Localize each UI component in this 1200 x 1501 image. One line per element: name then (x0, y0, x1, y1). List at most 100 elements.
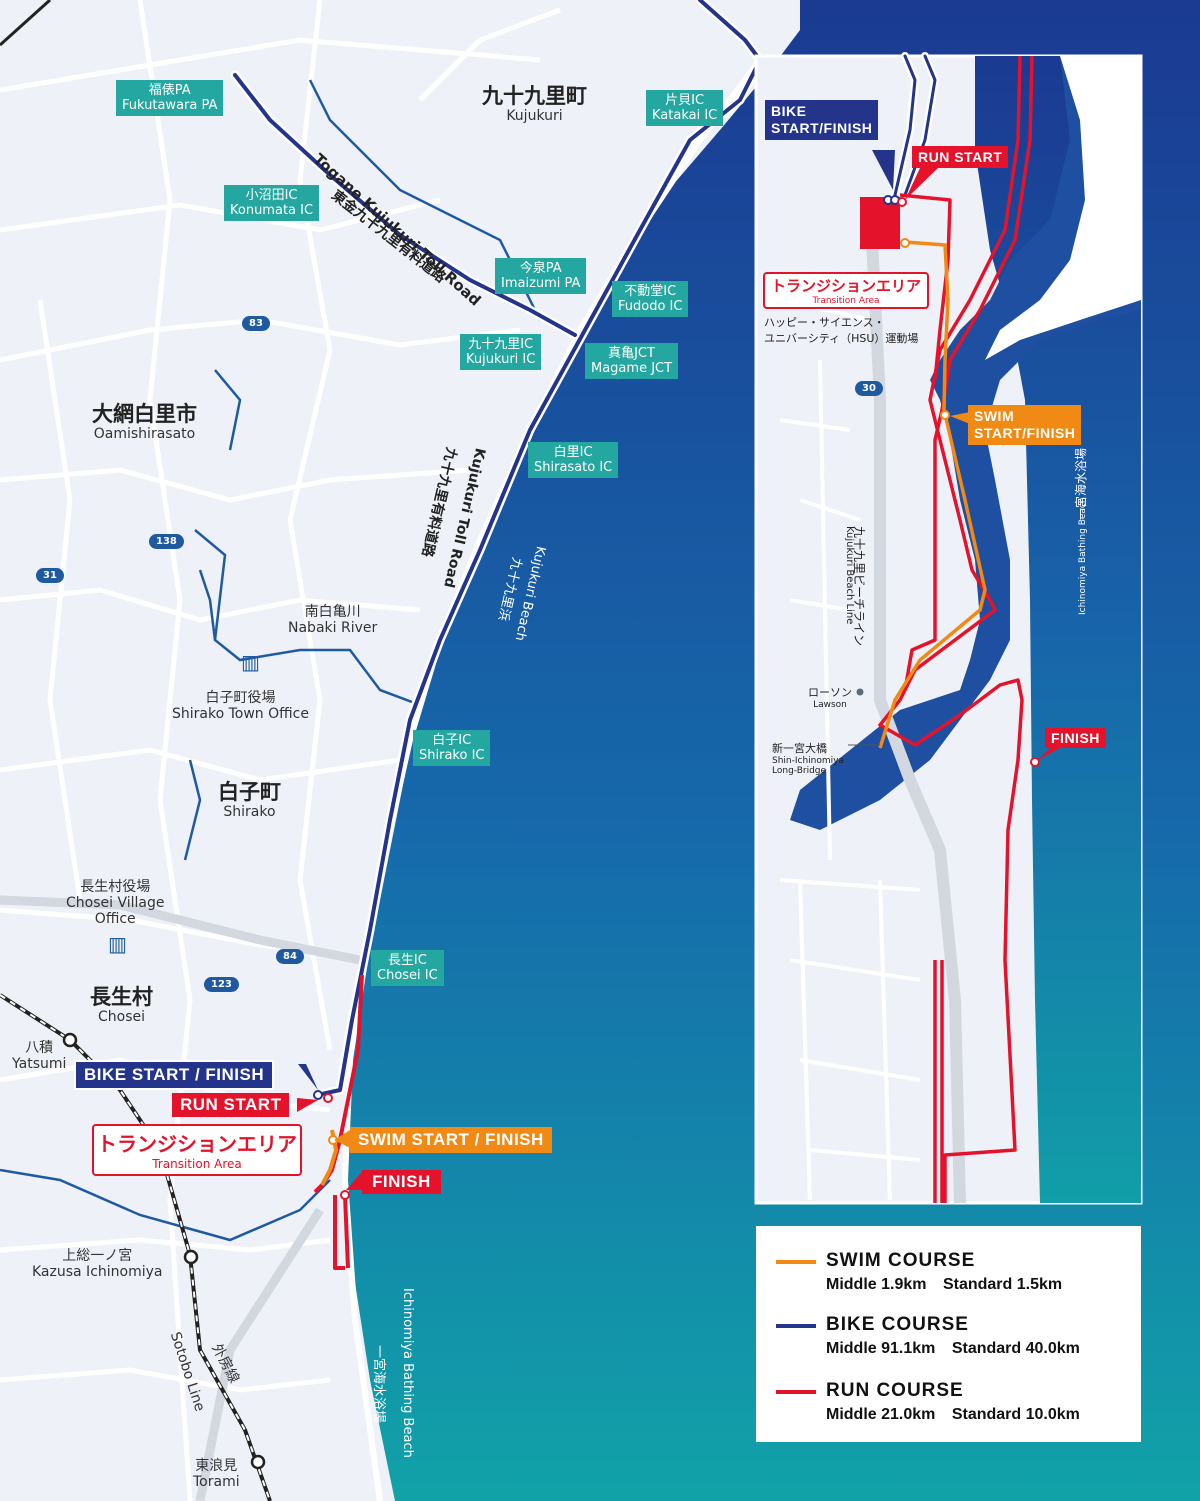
ic-fukutawara-en: Fukutawara PA (122, 98, 218, 113)
inset-hsu-label: ハッピー・サイエンス・ ユニバーシティ（HSU）運動場 (764, 314, 918, 346)
inset-bike-callout: BIKE START/FINISH (765, 100, 879, 140)
shirako-office-jp: 白子町役場 (205, 690, 276, 706)
legend-swim-middle: Middle 1.9km (826, 1276, 927, 1293)
ic-shirasato: 白里IC Shirasato IC (528, 442, 619, 478)
inset-transition-en: Transition Area (812, 296, 880, 306)
legend-bike-middle: Middle 91.1km (826, 1340, 936, 1357)
main-markers (313, 1090, 350, 1200)
place-chosei-jp: 長生村 (90, 985, 153, 1009)
place-shirako-jp: 白子町 (218, 780, 281, 804)
place-oamishirasato: 大網白里市 Oamishirasato (92, 402, 197, 442)
kazusa-jp: 上総一ノ宮 (62, 1248, 133, 1264)
inset-run-start-callout: RUN START (912, 146, 1009, 168)
ic-imaizumi-jp: 今泉PA (519, 261, 562, 276)
ic-fudodo-jp: 不動堂IC (624, 284, 677, 299)
place-kujukuri-en: Kujukuri (506, 108, 563, 125)
inset-bridge-en1: Shin-Ichinomiya (772, 756, 844, 766)
callout-bike-start-finish: BIKE START / FINISH (74, 1060, 275, 1090)
callout-transition-area: トランジションエリア Transition Area (92, 1124, 302, 1176)
kazusa-en: Kazusa Ichinomiya (32, 1264, 163, 1281)
shirako-office-en: Shirako Town Office (172, 706, 309, 723)
legend-run-distances: Middle 21.0km Standard 10.0km (826, 1406, 1092, 1424)
ic-katakai: 片貝IC Katakai IC (646, 90, 724, 126)
route-138: 138 (149, 534, 184, 549)
ic-kujukuri-en: Kujukuri IC (466, 352, 536, 367)
ic-imaizumi-en: Imaizumi PA (501, 276, 581, 291)
inset-lawson: ローソン Lawson (808, 684, 852, 710)
shirako-town-office: 白子町役場 Shirako Town Office (172, 690, 309, 722)
ic-imaizumi: 今泉PA Imaizumi PA (495, 258, 587, 294)
inset-swim-line1: SWIM (974, 408, 1015, 424)
ichinomiya-beach-jp: 一宮海水浴場 (371, 1345, 386, 1424)
yatsumi-en: Yatsumi (12, 1056, 67, 1073)
legend-run-middle: Middle 21.0km (826, 1406, 936, 1423)
ic-magame-en: Magame JCT (591, 361, 673, 376)
inset-swim-line2: START/FINISH (974, 425, 1076, 441)
ichinomiya-beach-en: Ichinomiya Bathing Beach (400, 1288, 415, 1458)
ic-shirasato-jp: 白里IC (553, 445, 593, 460)
callout-arrows (297, 150, 1060, 1190)
inset-bike-line1: BIKE (771, 103, 807, 119)
yatsumi-jp: 八積 (25, 1040, 54, 1056)
inset-bridge-en2: Long-Bridge (772, 766, 827, 776)
place-shirako: 白子町 Shirako (218, 780, 281, 820)
inset-bridge: 新一宮大橋 Shin-Ichinomiya Long-Bridge (772, 740, 844, 776)
ic-katakai-en: Katakai IC (652, 108, 718, 123)
inset-hsu-line2: ユニバーシティ（HSU）運動場 (764, 332, 919, 345)
legend-bike-standard: Standard 40.0km (951, 1340, 1080, 1357)
inset-finish-callout: FINISH (1045, 728, 1106, 748)
ic-katakai-jp: 片貝IC (665, 93, 705, 108)
place-chosei: 長生村 Chosei (90, 985, 153, 1025)
legend-run-standard: Standard 10.0km (951, 1406, 1080, 1423)
route-30: 30 (855, 381, 883, 396)
ic-kujukuri: 九十九里IC Kujukuri IC (460, 334, 542, 370)
place-kujukuri-jp: 九十九里町 (482, 84, 587, 108)
railway (0, 0, 272, 1501)
torami-jp: 東浪見 (195, 1458, 238, 1474)
legend-swim-title: SWIM COURSE (826, 1250, 976, 1271)
route-31: 31 (36, 568, 64, 583)
legend-swim-standard: Standard 1.5km (942, 1276, 1063, 1293)
inset-beach-en: Ichinomiya Bathing Beach (1078, 497, 1088, 615)
station-torami: 東浪見 Torami (193, 1458, 240, 1490)
building-icon: ▥ (241, 650, 260, 674)
callout-finish: FINISH (362, 1170, 441, 1194)
legend-swim-swatch (776, 1260, 816, 1264)
place-oamishirasato-en: Oamishirasato (93, 426, 196, 443)
station-kazusa: 上総一ノ宮 Kazusa Ichinomiya (32, 1248, 162, 1280)
inset-transition-area: トランジションエリア Transition Area (763, 272, 929, 309)
ic-shirasato-en: Shirasato IC (534, 460, 613, 475)
legend-bike-distances: Middle 91.1km Standard 40.0km (826, 1340, 1092, 1358)
ic-fudodo: 不動堂IC Fudodo IC (612, 281, 689, 317)
chosei-office-jp: 長生村役場 (80, 879, 151, 895)
ic-fukutawara-jp: 福俵PA (148, 83, 191, 98)
torami-en: Torami (193, 1474, 240, 1491)
inset-lawson-en: Lawson (813, 700, 847, 710)
place-shirako-en: Shirako (223, 804, 276, 821)
ic-magame-jp: 真亀JCT (608, 346, 655, 361)
ic-fudodo-en: Fudodo IC (618, 299, 683, 314)
ic-chosei: 長生IC Chosei IC (371, 950, 444, 986)
ic-shirako-en: Shirako IC (419, 748, 485, 763)
route-123: 123 (204, 977, 239, 992)
ic-konumata: 小沼田IC Konumata IC (224, 185, 320, 221)
inset-swim-callout: SWIM START/FINISH (968, 405, 1082, 445)
legend: SWIM COURSE Middle 1.9km Standard 1.5km … (756, 1226, 1141, 1442)
chosei-office-en1: Chosei Village (66, 895, 165, 912)
legend-run-swatch (776, 1390, 816, 1394)
ic-chosei-en: Chosei IC (377, 968, 438, 983)
place-oamishirasato-jp: 大網白里市 (92, 402, 197, 426)
major-roads (0, 895, 371, 1501)
ic-shirako: 白子IC Shirako IC (413, 730, 491, 766)
transition-en: Transition Area (152, 1157, 242, 1171)
legend-run-title: RUN COURSE (826, 1380, 964, 1401)
stations (62, 1032, 266, 1470)
ic-fukutawara: 福俵PA Fukutawara PA (116, 80, 224, 116)
legend-bike-swatch (776, 1324, 816, 1328)
nabaki-river: 南白亀川 Nabaki River (288, 604, 377, 636)
inset-bike-line2: START/FINISH (771, 120, 873, 136)
ic-kujukuri-jp: 九十九里IC (468, 337, 534, 352)
route-84: 84 (276, 949, 304, 964)
inset-lawson-jp: ローソン (808, 686, 852, 699)
